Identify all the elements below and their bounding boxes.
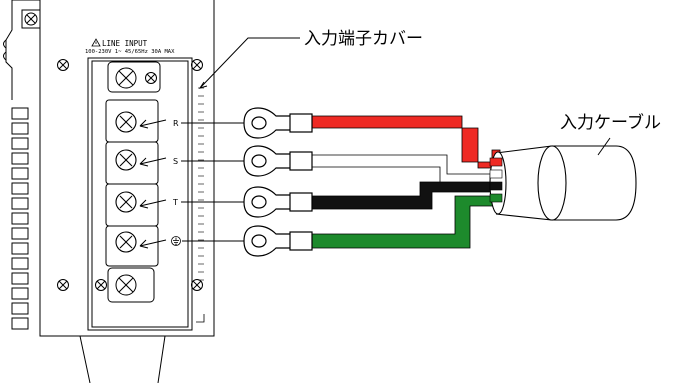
chassis-panel <box>5 0 215 337</box>
ring-lug-ground <box>243 225 313 257</box>
terminal-label-s: S <box>173 157 178 166</box>
cable-sheath <box>489 145 637 221</box>
panel-screw-icons <box>57 59 203 291</box>
vent-slots <box>11 107 29 330</box>
terminal-cover <box>87 57 193 331</box>
cover-label: 入力端子カバー <box>304 29 423 49</box>
edge-bracket <box>3 39 7 61</box>
wire-red <box>311 115 501 169</box>
wire-ends <box>489 157 503 203</box>
terminal-strip <box>105 99 159 267</box>
terminal-arrows <box>139 119 167 249</box>
panel-rating: 100-230V 1~ 45/65Hz 30A MAX <box>85 49 175 55</box>
label-leaders <box>181 122 244 242</box>
cover-hatching <box>198 87 204 281</box>
top-left-screw-icon <box>24 12 38 26</box>
cable-label: 入力ケーブル <box>560 112 661 133</box>
ring-lug-t <box>243 186 313 218</box>
corner-mark <box>196 314 205 323</box>
terminal-label-t: T <box>172 198 178 207</box>
cover-callout-leader <box>198 37 300 89</box>
ring-lug-s <box>243 145 313 177</box>
cable-callout-leader <box>597 137 611 156</box>
ring-lug-r <box>243 107 313 139</box>
terminal-label-r: R <box>173 119 179 128</box>
stand-legs <box>79 335 166 383</box>
ground-symbol-icon <box>171 236 181 246</box>
panel-warning-icon <box>91 38 101 47</box>
cover-mount-bottom <box>107 267 155 303</box>
terminal-screw-icons <box>115 111 137 253</box>
cover-mount-top <box>107 61 161 93</box>
mount-screw-icons <box>95 67 157 296</box>
panel-title: LINE INPUT <box>102 39 148 48</box>
